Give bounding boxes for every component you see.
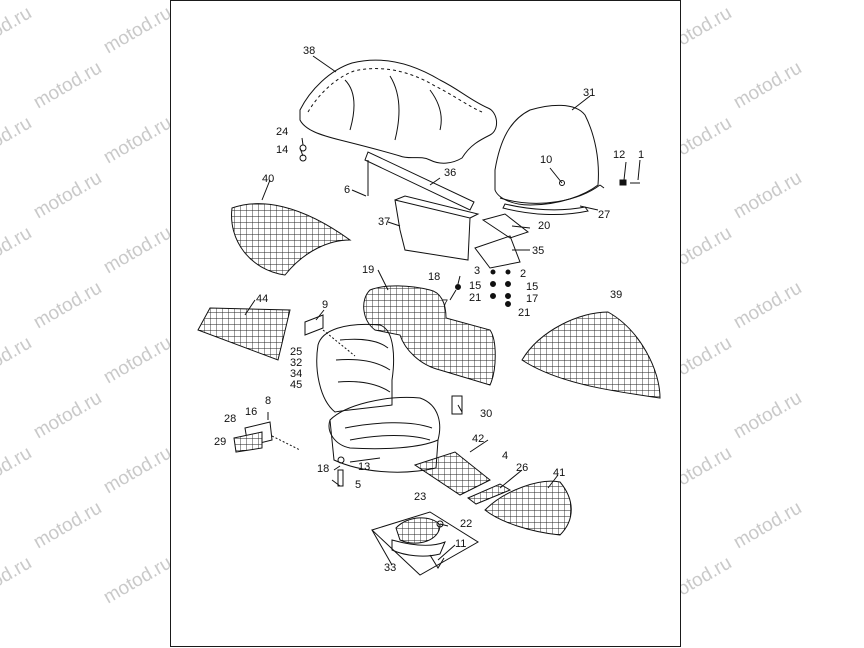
callout-3: 3 [474,265,481,277]
callout-25: 25 [290,346,303,358]
callout-2: 2 [520,268,527,280]
callout-36: 36 [444,167,457,179]
mesh-panel-41 [484,480,572,536]
callout-26: 26 [516,462,529,474]
windshield [494,104,599,206]
callout-24: 24 [276,126,289,138]
callout-30: 30 [480,408,493,420]
bracket-30 [451,395,463,415]
callout-14: 14 [276,144,289,156]
plate-29 [233,431,263,453]
callout-33: 33 [384,562,397,574]
callout-9: 9 [322,299,329,311]
callout-22: 22 [460,518,473,530]
mesh-panel-39 [521,311,661,399]
callout-42: 42 [472,433,485,445]
callout-1: 1 [638,149,645,161]
callout-44: 44 [256,293,269,305]
callout-41: 41 [553,467,566,479]
callout-28: 28 [224,413,237,425]
footrest-23 [395,517,441,544]
callout-4: 4 [502,450,509,462]
mesh-panel-40 [231,203,352,276]
callout-35: 35 [532,245,545,257]
footrest-base [391,539,446,557]
callout-34: 34 [290,368,303,380]
storage-panel [394,199,471,261]
callout-17: 17 [526,293,539,305]
callout-45: 45 [290,379,303,391]
mesh-panel-44 [197,307,291,361]
bracket-9 [304,314,324,336]
callout-27: 27 [598,209,611,221]
callout-5: 5 [355,479,362,491]
callout-6: 6 [344,184,351,196]
callout-8: 8 [265,395,272,407]
callout-15-right: 15 [526,281,539,293]
callout-11: 11 [455,538,467,550]
callout-12: 12 [613,149,626,161]
callout-19: 19 [362,264,375,276]
mesh-panel-19 [363,285,496,386]
strip-26 [467,483,512,505]
panel-35 [474,235,521,269]
callout-13: 13 [358,461,371,473]
callout-18-top: 18 [428,271,441,283]
callout-7: 7 [442,298,449,310]
bracket-20 [481,213,530,239]
tonneau-cover [299,59,497,164]
callout-37: 37 [378,216,391,228]
callout-15-left: 15 [469,280,482,292]
callout-21-right: 21 [518,307,531,319]
callout-38: 38 [303,45,316,57]
mesh-panel-42 [413,451,491,496]
callout-40: 40 [262,173,275,185]
callout-23: 23 [414,491,427,503]
callout-18-bottom: 18 [317,463,330,475]
seat-back [316,323,395,413]
callout-31: 31 [583,87,596,99]
callout-16: 16 [245,406,258,418]
callout-39: 39 [610,289,623,301]
trim-strip [502,203,589,216]
callout-20: 20 [538,220,551,232]
callout-21-left: 21 [469,292,482,304]
callout-29: 29 [214,436,227,448]
callout-32: 32 [290,357,303,369]
tube [364,151,475,211]
callout-10: 10 [540,154,553,166]
